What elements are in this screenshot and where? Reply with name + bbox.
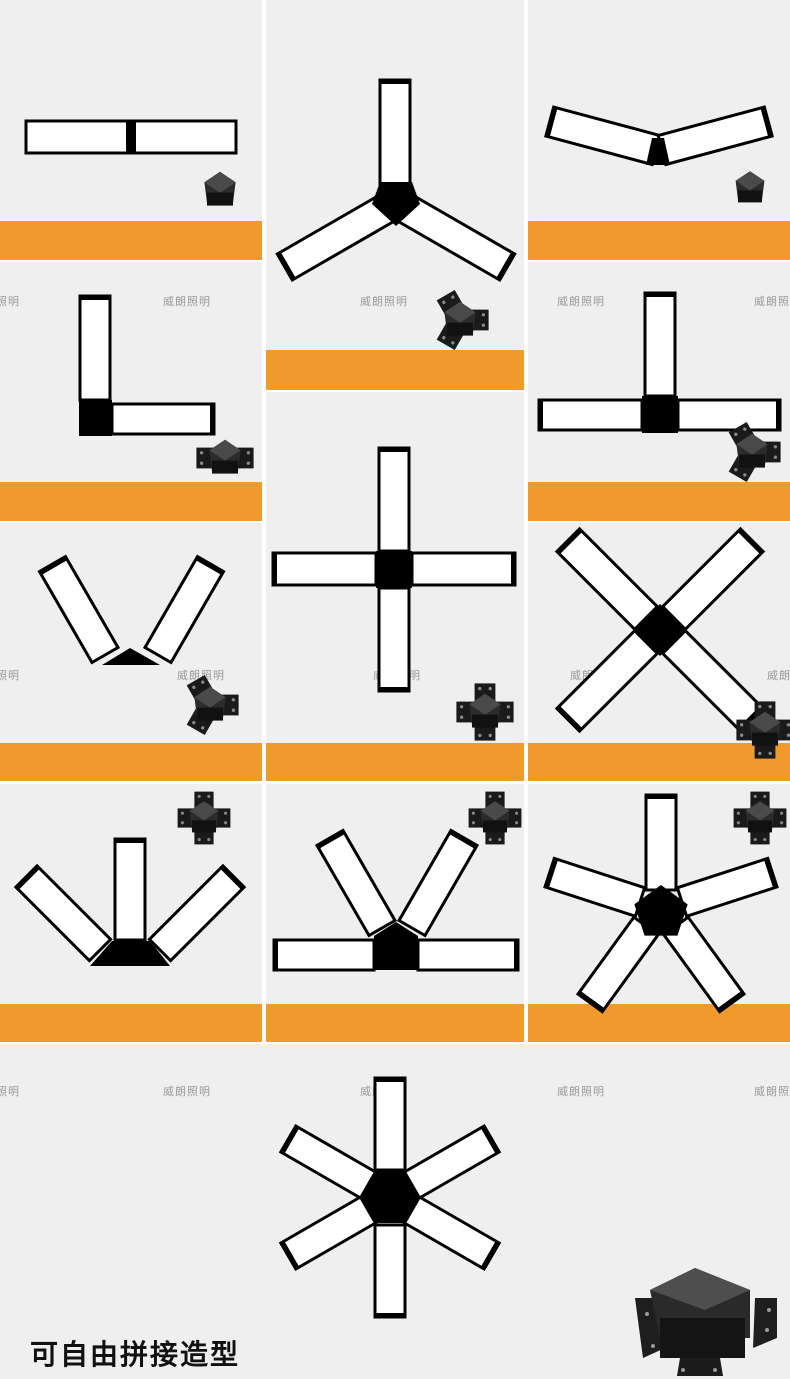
lamp-panel [147, 863, 247, 963]
lamp-panel [314, 828, 398, 938]
lamp-panel [130, 119, 238, 155]
connector-hub [634, 885, 688, 936]
connector-hub [634, 604, 686, 656]
lamp-panel [373, 1076, 407, 1172]
connector-thumbnail [177, 791, 231, 845]
lamp-panel [13, 863, 113, 963]
connector-thumbnail [196, 439, 254, 474]
lamp-panel [544, 105, 662, 167]
orange-band [528, 1004, 790, 1042]
orange-band [528, 743, 790, 781]
orange-band [0, 482, 262, 521]
orange-band [266, 1004, 524, 1042]
lamp-panel [402, 1194, 502, 1272]
connector-thumbnail [728, 422, 781, 482]
lamp-panel [675, 856, 779, 919]
orange-band [266, 350, 524, 390]
lamp-panel [142, 554, 226, 665]
orange-band [266, 743, 524, 781]
connector-thumbnail [468, 791, 522, 845]
connector-hub [79, 400, 112, 436]
lamp-panel [643, 291, 677, 398]
watermark: 威朗照明 [0, 669, 20, 682]
connector-thumbnail [186, 675, 239, 735]
connector-thumbnail [204, 171, 236, 206]
lamp-panel [644, 793, 678, 892]
connector-hub [646, 138, 670, 165]
lamp-panel [410, 551, 517, 587]
lamp-panel [278, 1123, 378, 1201]
lamp-panel [395, 192, 517, 283]
lamp-panel [37, 554, 121, 665]
lamp-panel [661, 915, 747, 1014]
connector-hub [372, 182, 420, 226]
connector-hub [374, 922, 418, 970]
watermark: 威朗照明 [754, 1085, 790, 1098]
watermark: 威朗照明 [557, 1085, 605, 1098]
lamp-panel [377, 446, 411, 553]
connector-thumbnail [735, 171, 765, 203]
orange-band [528, 482, 790, 521]
watermark: 威朗照明 [177, 669, 225, 682]
watermark: 威朗照明 [754, 295, 790, 308]
lamp-panel [416, 938, 520, 972]
watermark: 威朗照明 [163, 1085, 211, 1098]
lamp-panel [554, 526, 660, 632]
connector-hub [90, 941, 170, 966]
lamp-panel [554, 628, 660, 734]
lamp-panel [110, 402, 216, 436]
lamp-panel [660, 628, 766, 734]
orange-band [528, 221, 790, 260]
lamp-panel [278, 1194, 378, 1272]
watermark: 威朗照明 [0, 1085, 20, 1098]
connector-hub [102, 648, 160, 665]
orange-band [0, 221, 262, 260]
connector-hub [376, 551, 412, 588]
lamp-panel [402, 1123, 502, 1201]
caption-text: 可自由拼接造型 [30, 1338, 241, 1371]
connector-hub [642, 396, 678, 433]
connector-thumbnail [736, 701, 790, 759]
lamp-panel [271, 551, 378, 587]
connector-thumbnail [436, 290, 489, 350]
lamp-panel [113, 837, 147, 942]
connector-hub [128, 121, 136, 153]
connector-product-image [635, 1268, 777, 1376]
lamp-panel [272, 938, 376, 972]
watermark: 威朗照明 [163, 295, 211, 308]
lamp-panel [78, 294, 112, 402]
lamp-panel [373, 1223, 407, 1319]
orange-band [0, 1004, 262, 1042]
lamp-panel [660, 526, 766, 632]
watermark: 威朗照明 [0, 295, 20, 308]
connector-thumbnail [733, 791, 787, 845]
lamp-panel [537, 398, 644, 432]
lamp-panel [543, 856, 647, 919]
lamp-panel [378, 78, 412, 190]
lamp-panel [676, 398, 782, 432]
watermark: 威朗照明 [360, 295, 408, 308]
lamp-panel [396, 828, 480, 938]
connector-hub [360, 1171, 420, 1223]
orange-band [0, 743, 262, 781]
watermark: 威朗照明 [767, 669, 790, 682]
lamp-panel [377, 586, 411, 693]
lamp-panel [656, 105, 774, 167]
watermark: 威朗照明 [557, 295, 605, 308]
lamp-panel [24, 119, 132, 155]
connector-thumbnail [456, 683, 514, 741]
